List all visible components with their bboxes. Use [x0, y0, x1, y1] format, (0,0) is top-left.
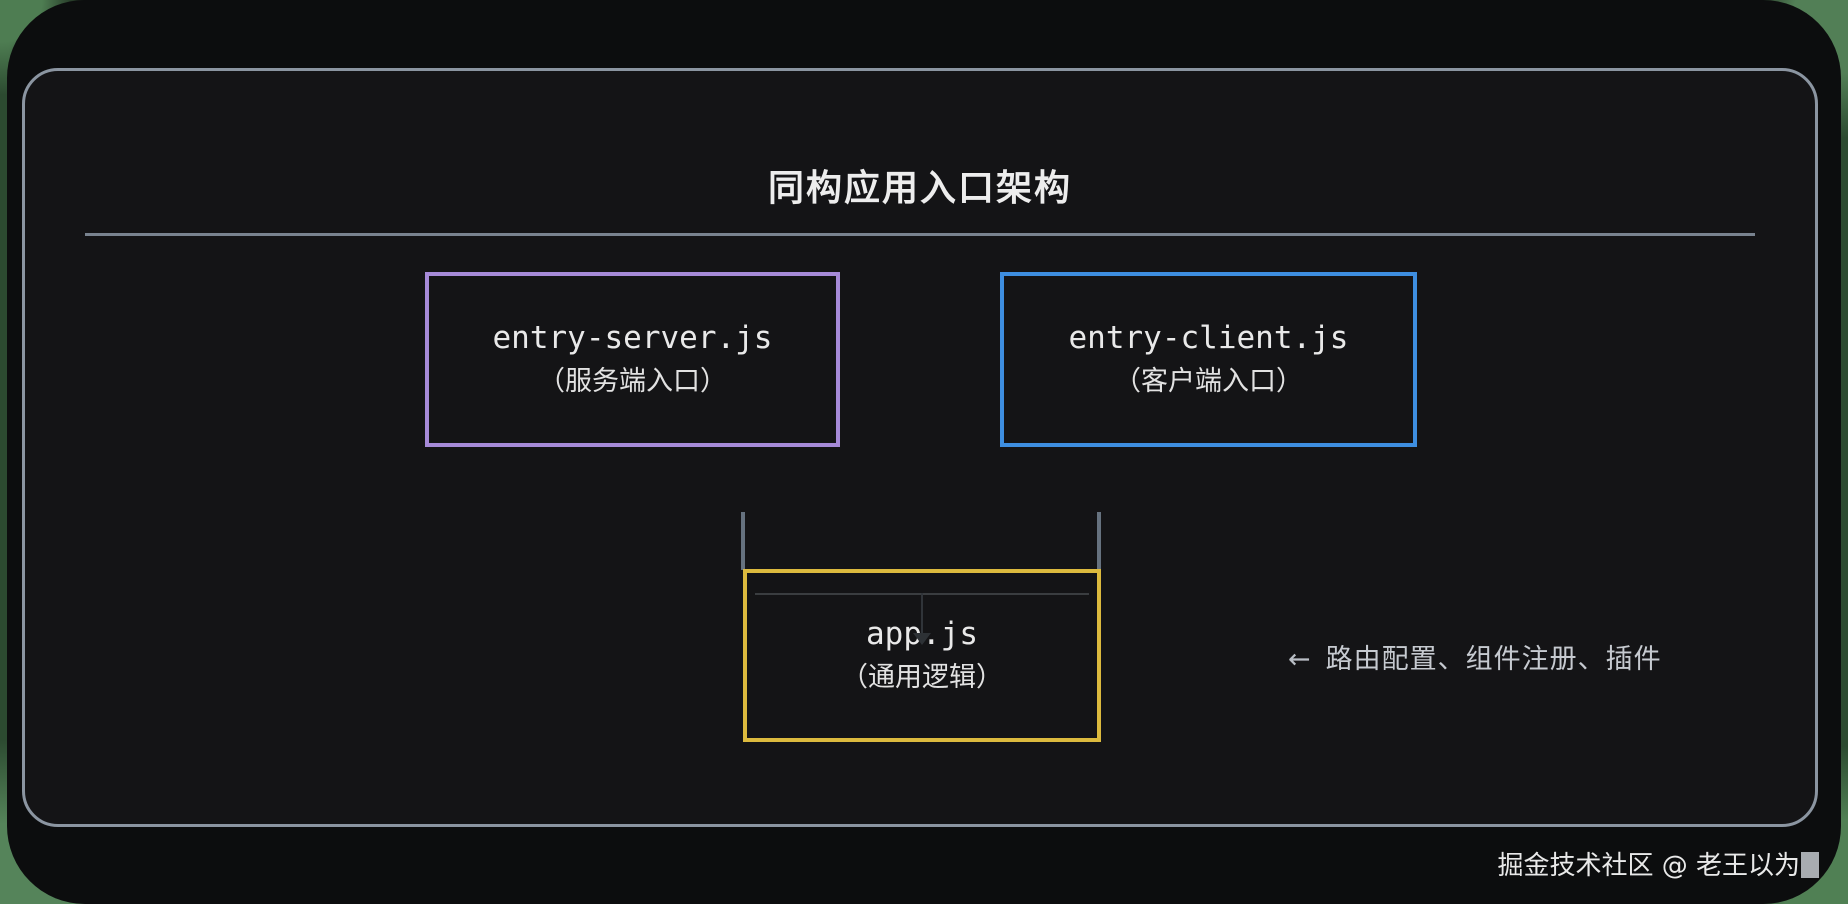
- left-arrow-icon: ←: [1288, 644, 1312, 675]
- entry-client-node: entry-client.js （客户端入口）: [1000, 272, 1417, 447]
- app-node: app.js （通用逻辑）: [743, 569, 1101, 742]
- diagram-panel: 同构应用入口架构 entry-server.js （服务端入口） entry-c…: [22, 68, 1818, 827]
- watermark-text: 掘金技术社区 @ 老王以为: [1497, 851, 1800, 881]
- text-cursor: [1801, 852, 1819, 878]
- entry-server-filename: entry-server.js: [492, 319, 773, 356]
- diagram-title: 同构应用入口架构: [767, 168, 1072, 209]
- merge-drop-line: [921, 593, 923, 635]
- entry-client-filename: entry-client.js: [1068, 319, 1349, 356]
- entry-client-sublabel: （客户端入口）: [1114, 365, 1303, 397]
- entry-server-node: entry-server.js （服务端入口）: [425, 272, 840, 447]
- side-annotation: ← 路由配置、组件注册、插件: [1288, 637, 1662, 676]
- slide-canvas: 同构应用入口架构 entry-server.js （服务端入口） entry-c…: [7, 0, 1841, 904]
- entry-server-sublabel: （服务端入口）: [538, 365, 727, 397]
- app-sublabel: （通用逻辑）: [841, 661, 1003, 693]
- title-divider: [85, 233, 1755, 236]
- client-to-app-connector: [1097, 512, 1101, 570]
- down-arrow-icon: [913, 633, 931, 645]
- watermark: 掘金技术社区 @ 老王以为: [1497, 845, 1819, 882]
- annotation-text: 路由配置、组件注册、插件: [1325, 644, 1662, 675]
- server-to-app-connector: [741, 512, 745, 570]
